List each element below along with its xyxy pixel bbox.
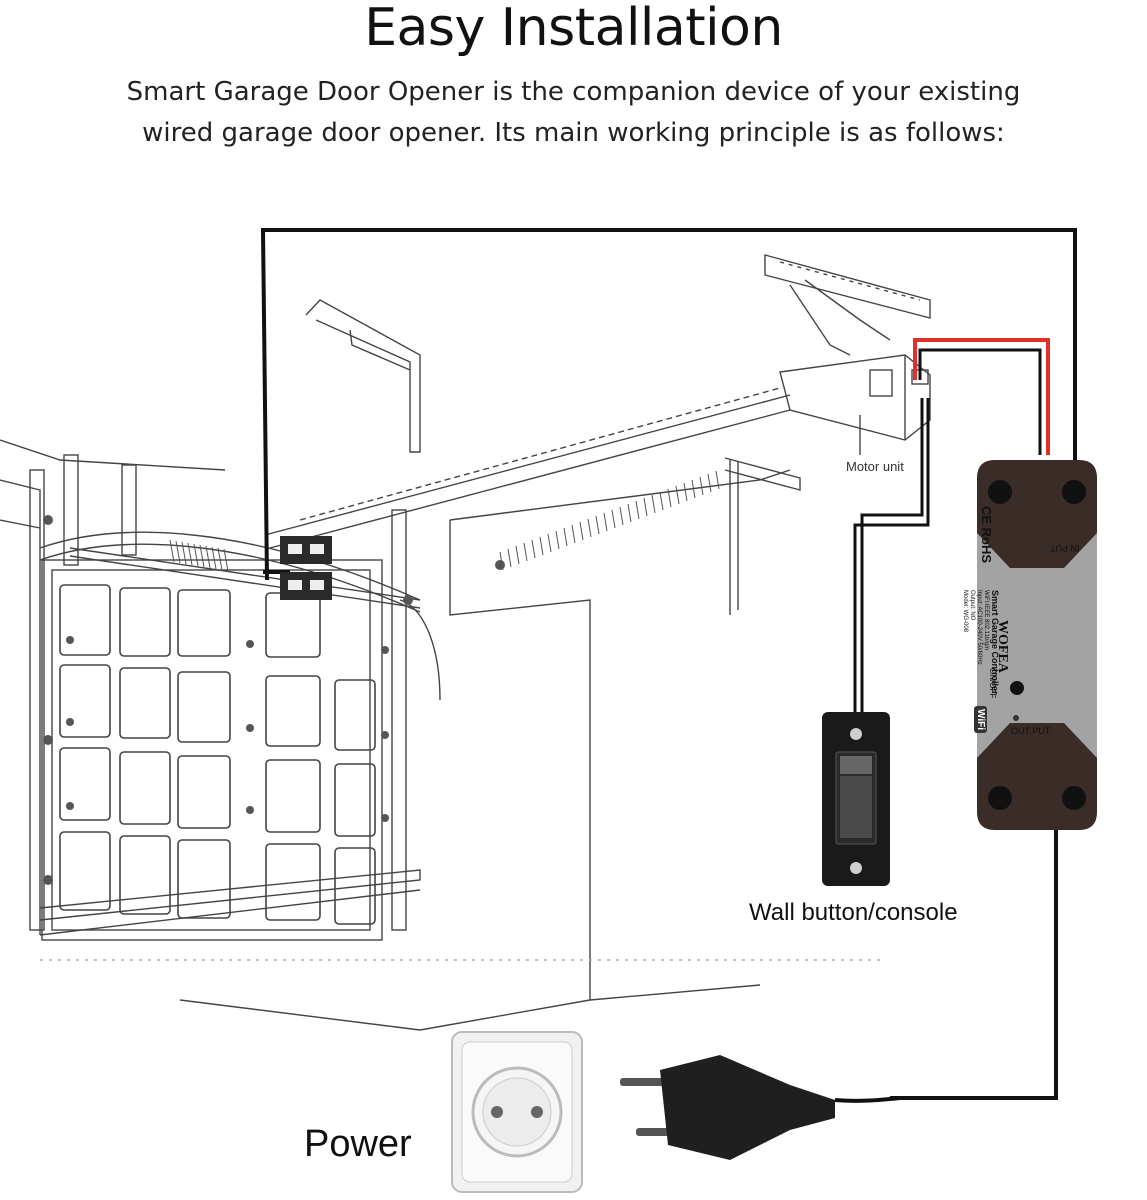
motor-unit-label: Motor unit xyxy=(846,459,904,474)
device-cert: CE RoHS xyxy=(979,506,994,564)
on-off-button-icon xyxy=(1010,681,1024,695)
device-spec-3: Output: NO xyxy=(969,590,975,621)
terminal-blocks xyxy=(280,536,332,600)
wires xyxy=(260,228,1077,1100)
page-title: Easy Installation xyxy=(364,0,783,58)
power-plug-icon xyxy=(620,1055,901,1160)
wall-button-label: Wall button/console xyxy=(749,899,958,926)
device-spec-4: Model: WG-008 xyxy=(962,590,968,633)
power-label: Power xyxy=(304,1123,412,1165)
wall-outlet-icon xyxy=(451,1031,583,1193)
smart-garage-controller xyxy=(977,460,1097,830)
garage-illustration xyxy=(0,299,880,1031)
device-spec-2: Input: AC100-240V 50/60Hz xyxy=(976,590,982,665)
subtitle-line-1: Smart Garage Door Opener is the companio… xyxy=(126,77,1021,107)
motor-unit xyxy=(764,254,931,455)
subtitle-line-2: wired garage door opener. Its main worki… xyxy=(142,118,1005,148)
wall-console xyxy=(822,712,890,886)
device-out-put: OUT PUT xyxy=(1011,726,1051,736)
device-on-off: ON/OFF xyxy=(988,668,997,699)
device-wifi-badge: WiFi xyxy=(974,706,987,734)
device-spec-1: WiFi:IEEE 802.11b/g/n xyxy=(983,590,989,651)
status-led-icon xyxy=(1013,715,1019,721)
device-in-put: IN PUT xyxy=(1050,543,1080,553)
